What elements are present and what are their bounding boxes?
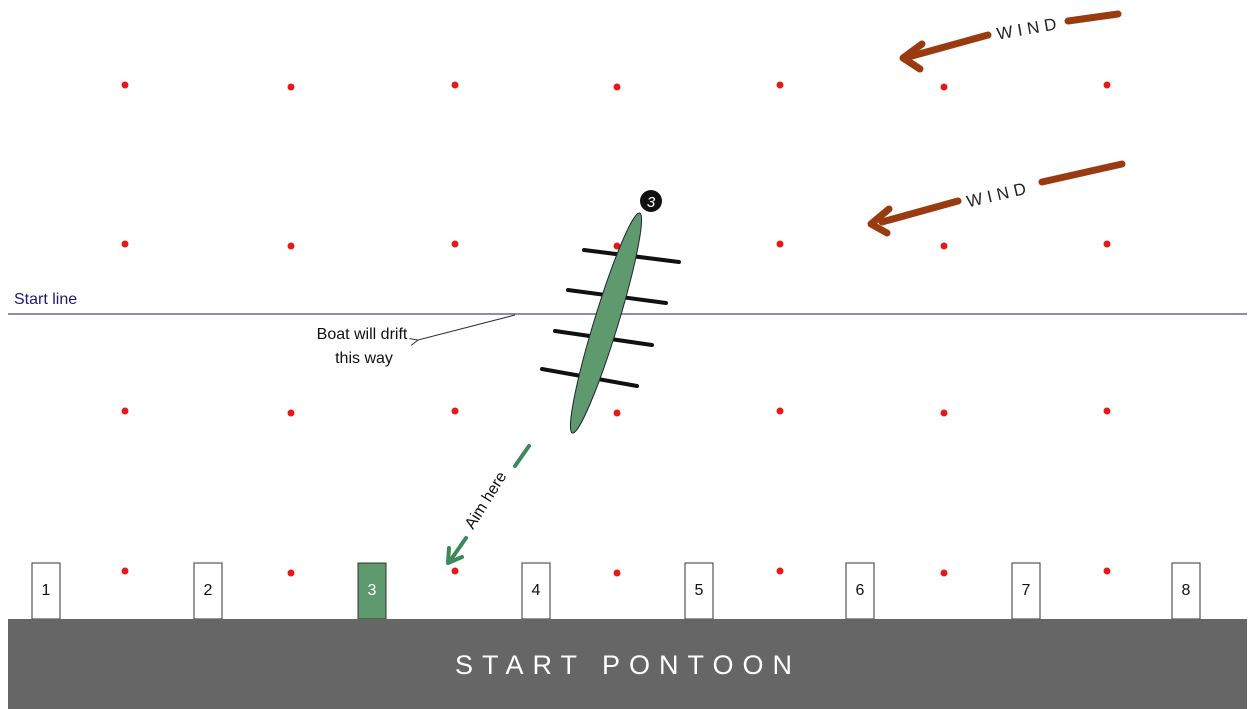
- lane-box-2: 2: [194, 563, 222, 619]
- buoy: [288, 410, 295, 417]
- lane-number: 8: [1182, 582, 1191, 599]
- wind-arrow: WIND: [903, 14, 1118, 69]
- buoy: [614, 410, 621, 417]
- buoy: [452, 408, 459, 415]
- lane-box-8: 8: [1172, 563, 1200, 619]
- drift-arrow: [418, 315, 515, 340]
- buoy: [941, 84, 948, 91]
- aim-arrow: Aim here: [448, 446, 529, 563]
- buoy: [122, 408, 129, 415]
- start-line-label: Start line: [14, 291, 77, 308]
- boat: 3: [542, 190, 679, 436]
- buoy: [777, 568, 784, 575]
- buoy: [1104, 568, 1111, 575]
- lane-number: 6: [856, 582, 865, 599]
- buoy: [122, 82, 129, 89]
- buoy: [941, 243, 948, 250]
- lane-box-4: 4: [522, 563, 550, 619]
- buoy: [777, 241, 784, 248]
- drift-note-line1: Boat will drift: [317, 326, 408, 343]
- wind-label: WIND: [965, 178, 1033, 211]
- buoy: [614, 84, 621, 91]
- lane-number: 2: [204, 582, 213, 599]
- lane-number: 1: [42, 582, 51, 599]
- buoy: [941, 410, 948, 417]
- lane-box-7: 7: [1012, 563, 1040, 619]
- lane-number: 7: [1022, 582, 1031, 599]
- lane-box-6: 6: [846, 563, 874, 619]
- buoy: [288, 570, 295, 577]
- lane-number: 4: [532, 582, 541, 599]
- drift-note-line2: this way: [335, 350, 393, 367]
- buoy: [452, 568, 459, 575]
- lane-box-3: 3: [358, 563, 386, 619]
- buoy: [614, 570, 621, 577]
- buoy: [941, 570, 948, 577]
- buoy: [122, 241, 129, 248]
- lane-box-1: 1: [32, 563, 60, 619]
- lane-number: 3: [368, 582, 377, 599]
- buoy: [452, 82, 459, 89]
- boat-hull: [561, 210, 651, 437]
- buoy: [777, 82, 784, 89]
- buoy: [1104, 82, 1111, 89]
- buoy: [122, 568, 129, 575]
- buoy: [1104, 241, 1111, 248]
- pontoon-label: START PONTOON: [455, 650, 801, 680]
- boat-number: 3: [647, 194, 656, 211]
- lane-box-5: 5: [685, 563, 713, 619]
- buoy: [288, 84, 295, 91]
- wind-label: WIND: [995, 14, 1063, 44]
- wind-arrow: WIND: [871, 164, 1122, 233]
- buoy: [777, 408, 784, 415]
- buoy: [1104, 408, 1111, 415]
- buoy: [452, 241, 459, 248]
- lane-number: 5: [695, 582, 704, 599]
- aim-label: Aim here: [462, 469, 510, 532]
- buoy: [288, 243, 295, 250]
